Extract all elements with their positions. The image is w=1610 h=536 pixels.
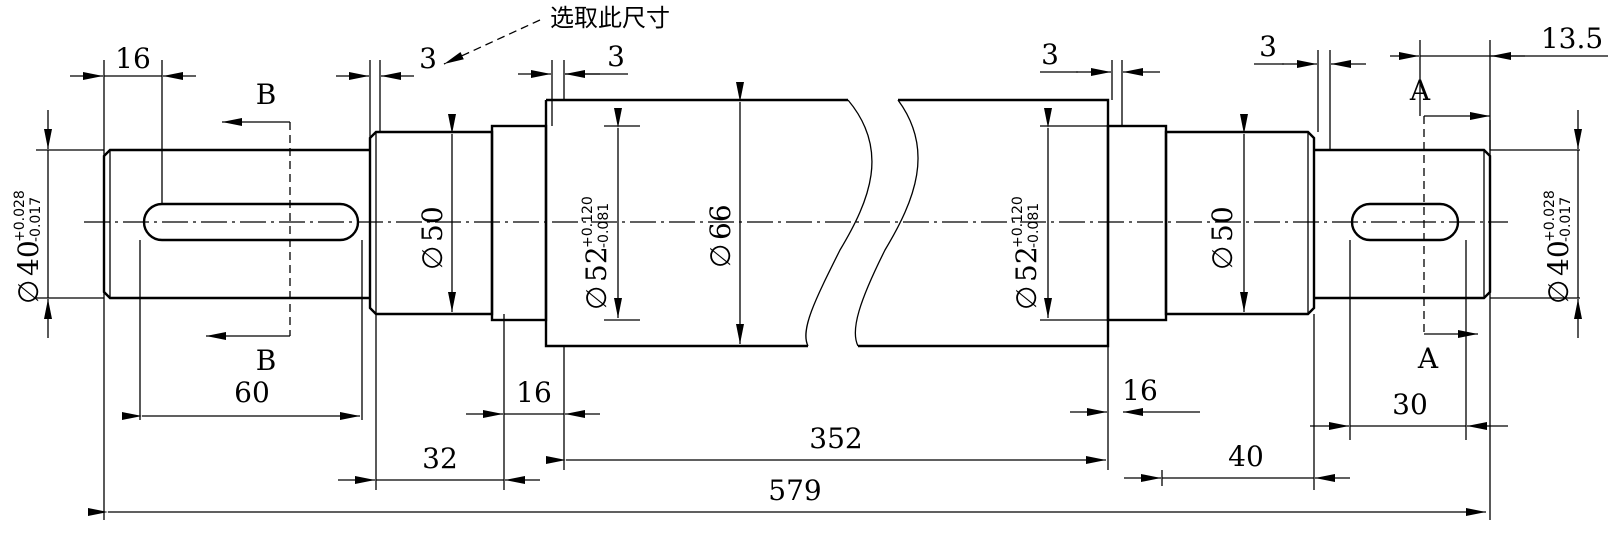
dim-16-right: 16 — [1122, 374, 1158, 407]
dim-16-keyway: 16 — [115, 42, 151, 75]
keyway-left — [142, 202, 360, 242]
annotation: 选取此尺寸 — [443, 4, 670, 65]
tol-lower-52-right: -0.081 — [1026, 203, 1042, 248]
dia-66: 66 — [704, 204, 737, 240]
dia-40-right: 40 — [1542, 240, 1575, 276]
tol-lower-52-left: -0.081 — [596, 203, 612, 248]
tol-upper-52-right: +0.120 — [1010, 196, 1026, 248]
dia-40-left: 40 — [12, 240, 45, 276]
dim-3-b: 3 — [607, 40, 625, 73]
dim-60: 60 — [234, 376, 270, 409]
tol-lower-40-right: -0.017 — [1558, 197, 1574, 242]
dia-52-left: 52 — [580, 246, 613, 282]
dim-579: 579 — [768, 474, 821, 507]
extension-lines — [36, 40, 1580, 520]
dim-30: 30 — [1392, 388, 1428, 421]
section-marks: B B A A — [206, 74, 1490, 377]
section-b-bottom: B — [256, 344, 277, 377]
diameter-dimensions: ∅ 40 +0.028 -0.017 ∅ 50 ∅ 52 +0.120 -0.0… — [12, 82, 1582, 344]
dia-symbol-d50-right: ∅ — [1206, 246, 1239, 270]
linear-dimensions: 579 352 60 16 32 16 16 40 — [70, 22, 1608, 516]
tol-lower-40-left: -0.017 — [28, 197, 44, 242]
dia-symbol-d40-left: ∅ — [12, 280, 45, 304]
annotation-text: 选取此尺寸 — [550, 4, 670, 32]
tol-upper-40-left: +0.028 — [12, 190, 28, 242]
dia-symbol-d50-left: ∅ — [416, 246, 449, 270]
dim-13-5: 13.5 — [1541, 22, 1603, 55]
dim-352: 352 — [809, 422, 862, 455]
dia-52-right: 52 — [1010, 246, 1043, 282]
keyway-right — [1350, 202, 1460, 242]
shaft-outline — [84, 98, 1508, 348]
dim-3-a: 3 — [419, 42, 437, 75]
dia-50-right: 50 — [1206, 206, 1239, 242]
dia-symbol-d40-right: ∅ — [1542, 280, 1575, 304]
dia-symbol-d66: ∅ — [704, 244, 737, 268]
dim-40: 40 — [1228, 440, 1264, 473]
section-a-top: A — [1409, 74, 1431, 107]
section-b-top: B — [256, 78, 277, 111]
dia-symbol-d52-right: ∅ — [1010, 286, 1043, 310]
tol-upper-40-right: +0.028 — [1542, 190, 1558, 242]
dim-16-left: 16 — [516, 376, 552, 409]
dia-symbol-d52-left: ∅ — [580, 286, 613, 310]
dim-3-c: 3 — [1041, 38, 1059, 71]
dia-50-left: 50 — [416, 206, 449, 242]
section-a-bottom: A — [1417, 342, 1439, 375]
dim-32: 32 — [422, 442, 458, 475]
dim-3-d: 3 — [1259, 30, 1277, 63]
tol-upper-52-left: +0.120 — [580, 196, 596, 248]
